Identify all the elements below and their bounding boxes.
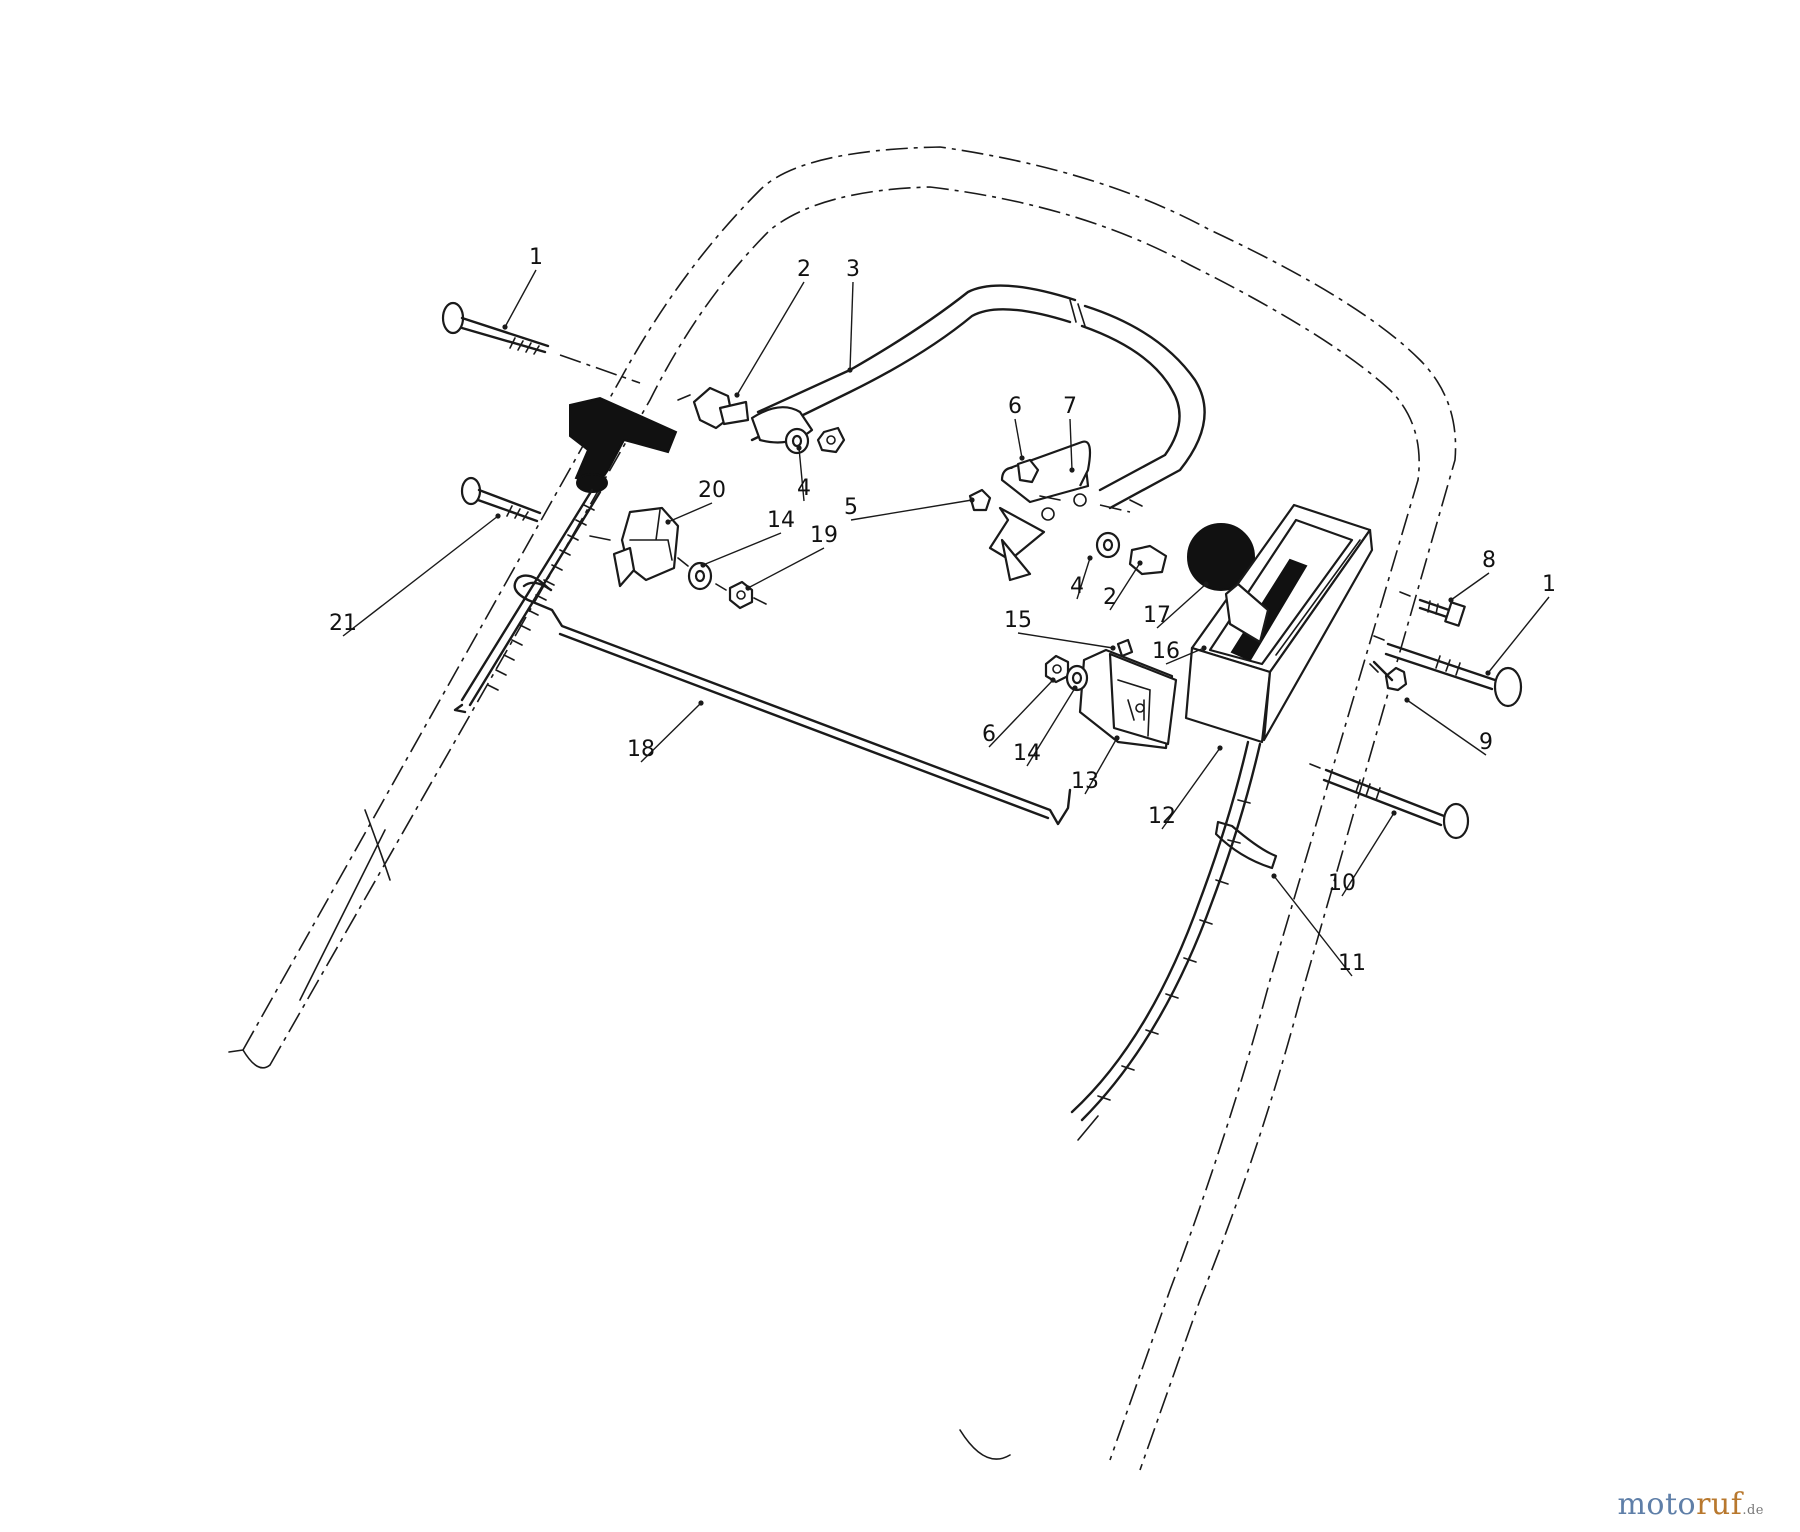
leader-dot-c1b bbox=[1485, 670, 1491, 676]
leader-line-c14a bbox=[702, 532, 782, 566]
callout-number-c21: 21 bbox=[329, 611, 357, 636]
callout-number-c18: 18 bbox=[627, 737, 655, 762]
leader-dot-c7 bbox=[1069, 467, 1075, 473]
leader-line-c18 bbox=[640, 702, 702, 763]
leader-line-c14b bbox=[1026, 687, 1076, 767]
leader-dot-c8 bbox=[1448, 597, 1454, 603]
callout-number-c2b: 2 bbox=[1103, 585, 1117, 610]
leader-line-c6a bbox=[1014, 418, 1023, 459]
leader-line-c21 bbox=[342, 515, 499, 637]
watermark-tld: .de bbox=[1742, 1503, 1764, 1518]
leader-line-c20 bbox=[667, 502, 713, 523]
left-pivot-hardware bbox=[677, 386, 846, 455]
leader-dot-c1a bbox=[502, 324, 508, 330]
leader-dot-c5 bbox=[969, 497, 975, 503]
bolt-1-left bbox=[441, 301, 641, 384]
callout-number-c6a: 6 bbox=[1008, 394, 1022, 419]
watermark-logo: motoruf.de bbox=[1617, 1487, 1764, 1522]
callout-number-c7: 7 bbox=[1063, 394, 1077, 419]
switch-13 bbox=[1044, 638, 1178, 750]
leader-line-c4a bbox=[798, 447, 805, 502]
leader-line-c11 bbox=[1273, 875, 1353, 977]
right-hardware bbox=[1214, 591, 1523, 870]
callout-number-c16: 16 bbox=[1152, 639, 1180, 664]
callout-number-c2a: 2 bbox=[797, 257, 811, 282]
leader-dot-c14a bbox=[700, 562, 706, 568]
leader-dot-c18 bbox=[698, 700, 704, 706]
callout-number-c12: 12 bbox=[1148, 804, 1176, 829]
callout-number-c3: 3 bbox=[846, 257, 860, 282]
callout-number-c10: 10 bbox=[1328, 871, 1356, 896]
cable-bracket-20 bbox=[589, 506, 767, 610]
leader-line-c1a bbox=[504, 269, 537, 328]
starter-t-handle bbox=[453, 396, 678, 714]
callout-number-c1a: 1 bbox=[529, 245, 543, 270]
callout-number-c20: 20 bbox=[698, 478, 726, 503]
leader-dot-c15 bbox=[1110, 645, 1116, 651]
leader-line-c15 bbox=[1017, 632, 1114, 649]
leader-line-c1b bbox=[1487, 596, 1550, 674]
leader-line-c2a bbox=[736, 281, 805, 396]
leader-dot-c3 bbox=[847, 367, 853, 373]
callout-number-c8: 8 bbox=[1482, 548, 1496, 573]
leader-line-c2b bbox=[1109, 562, 1141, 611]
leader-dot-c14b bbox=[1072, 685, 1078, 691]
callout-number-c6b: 6 bbox=[982, 722, 996, 747]
callout-number-c1b: 1 bbox=[1542, 572, 1556, 597]
leader-line-c9 bbox=[1406, 699, 1487, 756]
callout-leaders bbox=[342, 269, 1550, 977]
leader-line-c3 bbox=[849, 281, 854, 371]
leader-line-c13 bbox=[1084, 737, 1118, 795]
leader-dot-c19 bbox=[745, 585, 751, 591]
callout-number-c4a: 4 bbox=[797, 476, 811, 501]
watermark-text-1: moto bbox=[1617, 1487, 1697, 1522]
leader-dot-c17 bbox=[1203, 581, 1209, 587]
leader-line-c17 bbox=[1156, 583, 1207, 629]
control-box-16 bbox=[1184, 503, 1374, 744]
leader-dot-c10 bbox=[1391, 810, 1397, 816]
callout-number-c11: 11 bbox=[1338, 951, 1366, 976]
handle-frame bbox=[228, 146, 1457, 1471]
callout-number-c4b: 4 bbox=[1070, 574, 1084, 599]
right-pivot-hardware bbox=[968, 440, 1255, 591]
control-rod-18 bbox=[513, 574, 1072, 826]
leader-dot-c4a bbox=[796, 445, 802, 451]
callout-number-c14b: 14 bbox=[1013, 741, 1041, 766]
callout-number-c15: 15 bbox=[1004, 608, 1032, 633]
leader-dot-c6a bbox=[1019, 455, 1025, 461]
leader-dot-c21 bbox=[495, 513, 501, 519]
callout-number-c17: 17 bbox=[1143, 603, 1171, 628]
leader-dot-c2b bbox=[1137, 560, 1143, 566]
leader-dot-c13 bbox=[1114, 735, 1120, 741]
leader-dot-c12 bbox=[1217, 745, 1223, 751]
leader-dot-c2a bbox=[734, 392, 740, 398]
watermark-text-2: ruf bbox=[1696, 1487, 1743, 1522]
throttle-cable-12 bbox=[1070, 740, 1262, 1141]
callout-number-c14a: 14 bbox=[767, 508, 795, 533]
leader-line-c10 bbox=[1341, 812, 1395, 897]
bolt-21 bbox=[460, 476, 542, 523]
leader-dot-c4b bbox=[1087, 555, 1093, 561]
callout-number-c5: 5 bbox=[844, 495, 858, 520]
leader-line-c16 bbox=[1165, 647, 1205, 665]
leader-line-c8 bbox=[1450, 572, 1490, 601]
leader-line-c5 bbox=[850, 499, 973, 521]
leader-dot-c9 bbox=[1404, 697, 1410, 703]
leader-line-c6b bbox=[988, 679, 1054, 748]
callout-number-c13: 13 bbox=[1071, 769, 1099, 794]
leader-dot-c6b bbox=[1050, 677, 1056, 683]
leader-line-c19 bbox=[747, 547, 825, 589]
leader-line-c12 bbox=[1161, 747, 1221, 830]
leader-line-c7 bbox=[1069, 418, 1073, 471]
leader-line-c4b bbox=[1076, 557, 1091, 600]
bail-handle bbox=[750, 284, 1206, 510]
callout-number-c9: 9 bbox=[1479, 730, 1493, 755]
callout-number-c19: 19 bbox=[810, 523, 838, 548]
leader-dot-c11 bbox=[1271, 873, 1277, 879]
leader-dot-c16 bbox=[1201, 645, 1207, 651]
leader-dot-c20 bbox=[665, 519, 671, 525]
